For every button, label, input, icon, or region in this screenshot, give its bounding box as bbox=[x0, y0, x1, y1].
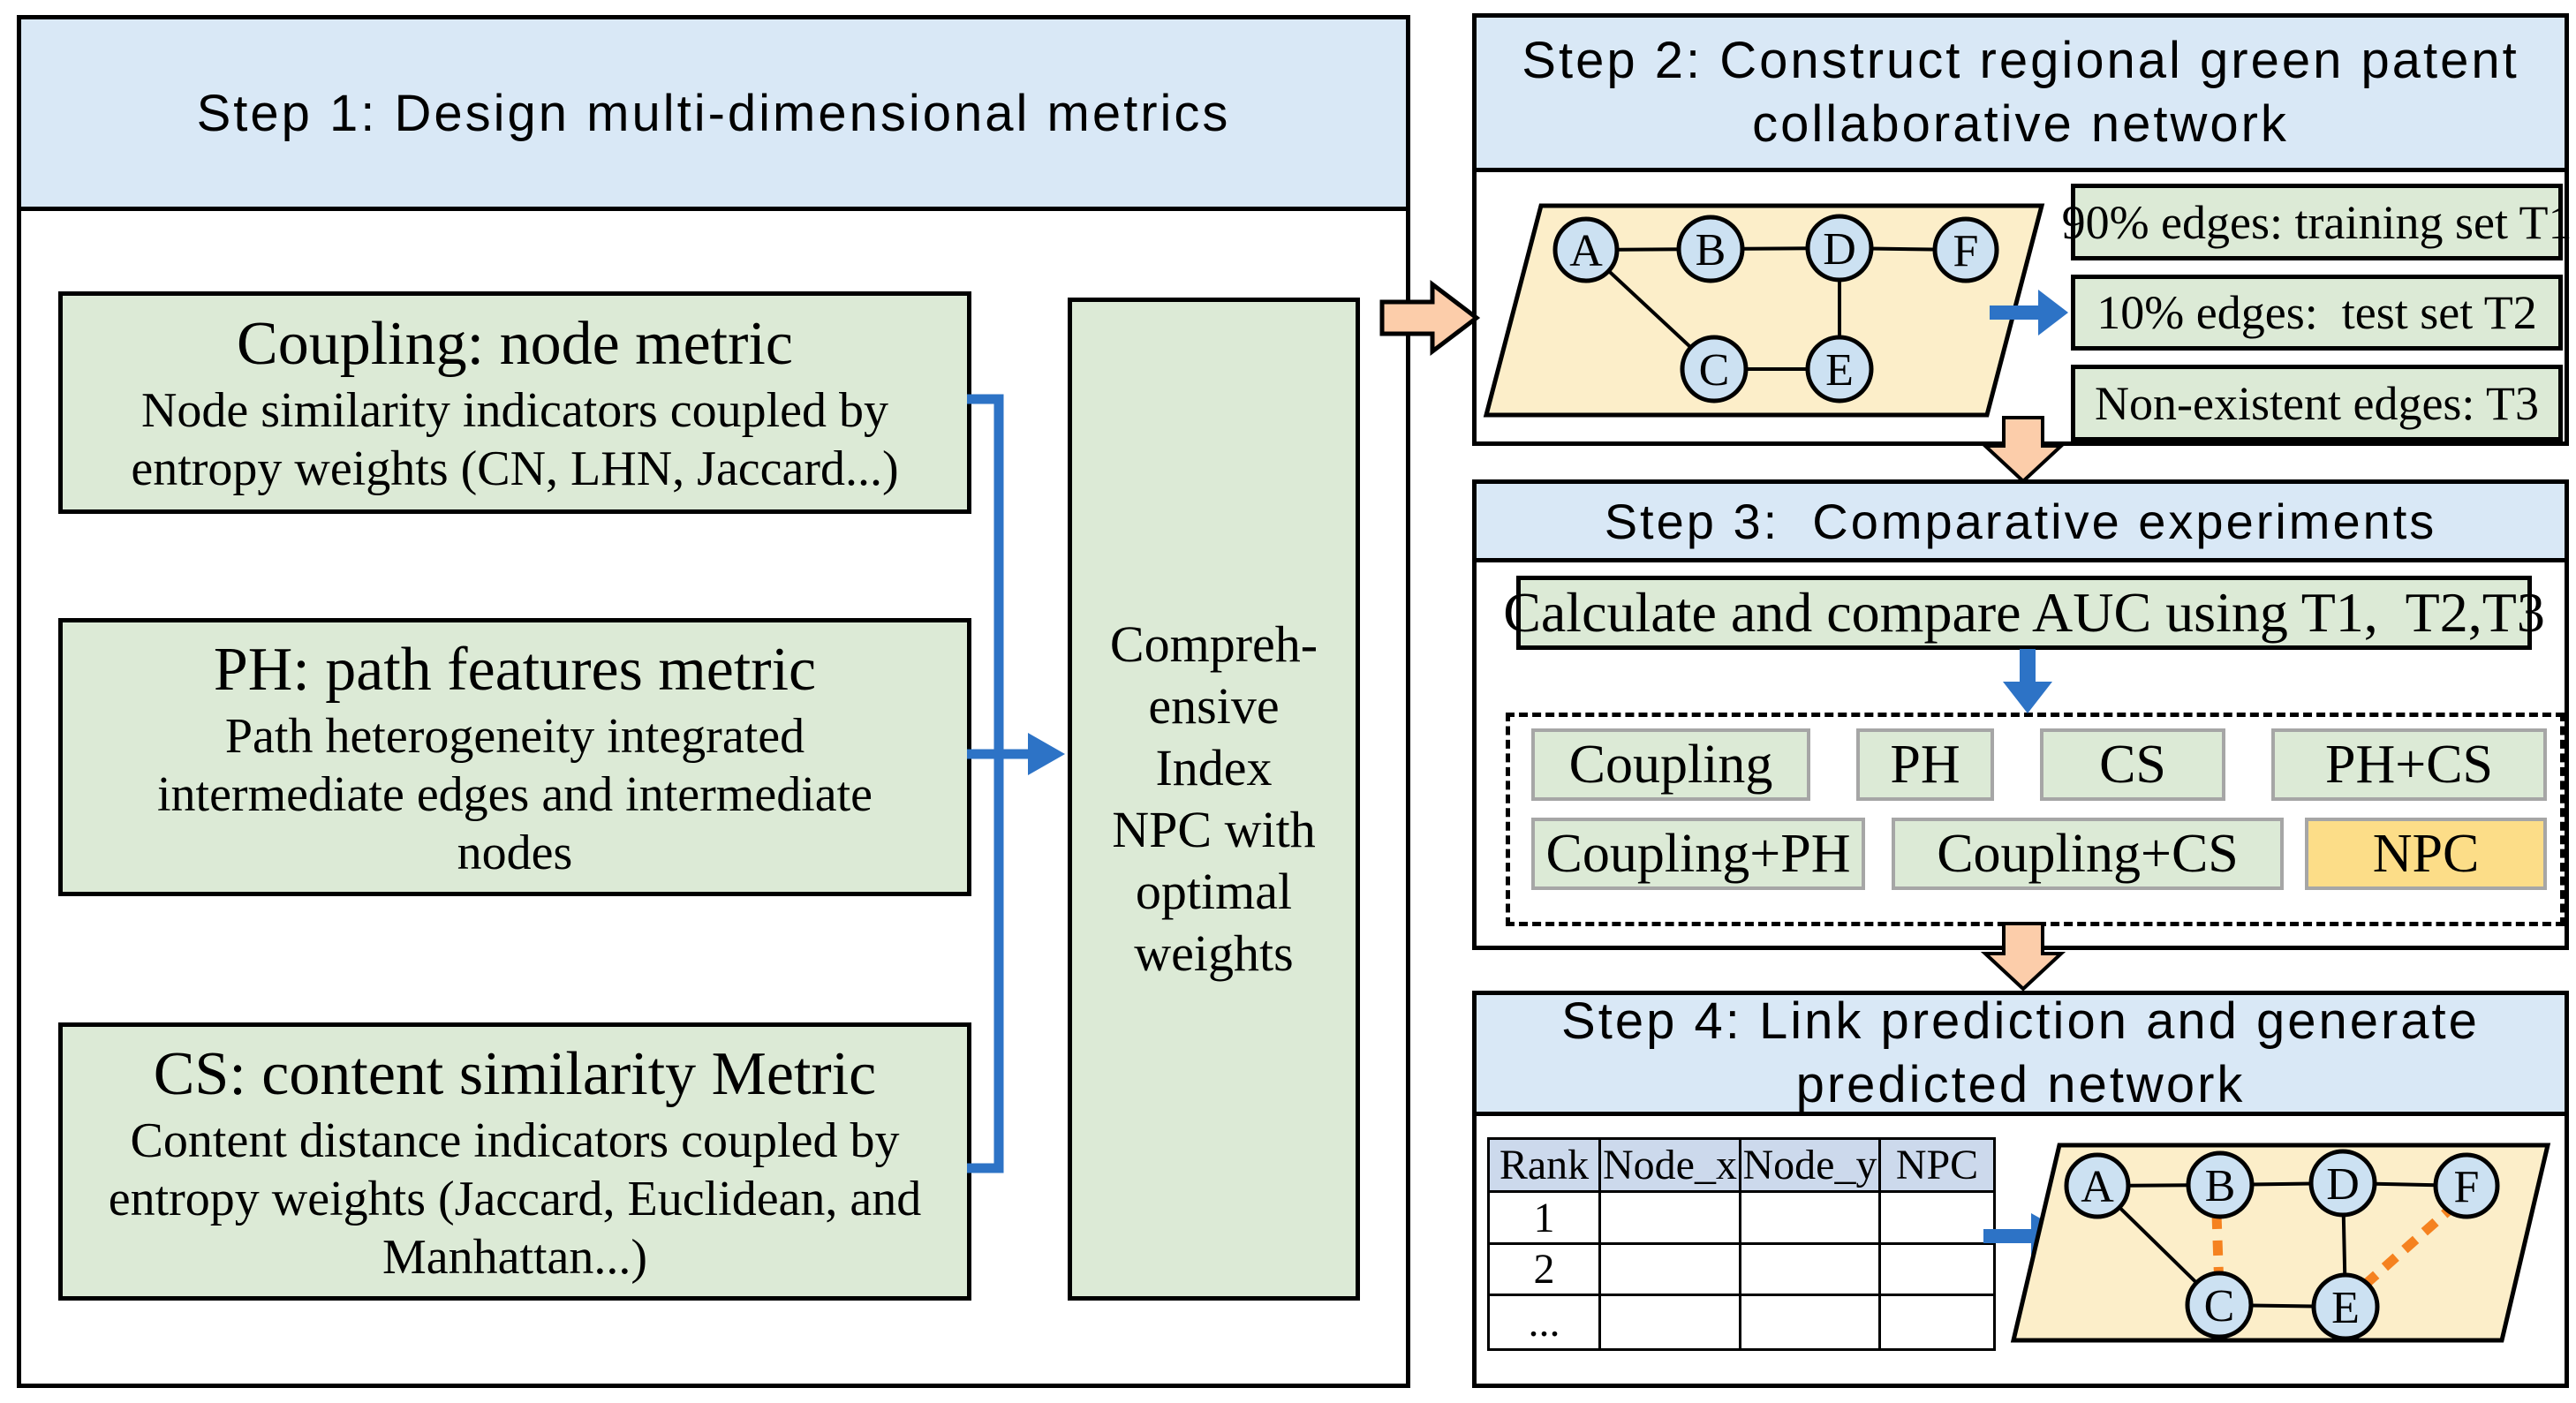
table-header-rank: Rank bbox=[1487, 1137, 1601, 1193]
ph-box-title: PH: path features metric bbox=[213, 635, 817, 704]
step3-title-bar: Step 3: Comparative experiments bbox=[1477, 484, 2565, 562]
table-cell-rank: 2 bbox=[1487, 1242, 1601, 1296]
method-box-ph-cs: PH+CS bbox=[2271, 728, 2547, 801]
comp-line6: weights bbox=[1134, 924, 1294, 982]
nonexistent-edges-box: Non-existent edges: T3 bbox=[2071, 365, 2563, 441]
comp-line5: optimal bbox=[1135, 863, 1293, 920]
step4-title-line1: Step 4: Link prediction and generate bbox=[1561, 992, 2480, 1050]
method-label: Coupling+PH bbox=[1545, 823, 1851, 884]
comp-line4: NPC with bbox=[1112, 801, 1316, 858]
ph-box-line2: intermediate edges and intermediate bbox=[156, 766, 873, 822]
method-label: CS bbox=[2099, 734, 2166, 795]
table-cell bbox=[1878, 1190, 1996, 1245]
method-box-coupling: Coupling bbox=[1531, 728, 1810, 801]
method-box-npc: NPC bbox=[2305, 818, 2547, 890]
ph-box: PH: path features metric Path heterogene… bbox=[58, 618, 971, 896]
step4-title-bar: Step 4: Link prediction and generate pre… bbox=[1477, 992, 2565, 1116]
step3-title: Step 3: Comparative experiments bbox=[1604, 493, 2437, 549]
test-set-box: 10% edges: test set T2 bbox=[2071, 275, 2563, 351]
method-box-coupling-cs: Coupling+CS bbox=[1892, 818, 2284, 890]
table-cell bbox=[1598, 1190, 1741, 1245]
nonexistent-edges-label: Non-existent edges: T3 bbox=[2095, 376, 2539, 430]
table-cell bbox=[1739, 1242, 1881, 1296]
comp-line1: Compreh- bbox=[1109, 615, 1318, 673]
step2-panel: Step 2: Construct regional green patent … bbox=[1472, 13, 2572, 446]
step1-panel: Step 1: Design multi-dimensional metrics… bbox=[17, 15, 1410, 1388]
method-label: PH bbox=[1890, 734, 1960, 795]
table-header-node-y: Node_y bbox=[1739, 1137, 1881, 1193]
step2-title-bar: Step 2: Construct regional green patent … bbox=[1477, 18, 2565, 172]
step1-title-bar: Step 1: Design multi-dimensional metrics bbox=[21, 19, 1406, 211]
method-box-ph: PH bbox=[1856, 728, 1994, 801]
cs-box-line2: entropy weights (Jaccard, Euclidean, and bbox=[108, 1171, 922, 1226]
coupling-box-title: Coupling: node metric bbox=[237, 310, 793, 378]
coupling-box-line1: Node similarity indicators coupled by bbox=[140, 383, 889, 438]
step2-title-line1: Step 2: Construct regional green patent bbox=[1522, 32, 2519, 89]
step3-panel: Step 3: Comparative experiments Calculat… bbox=[1472, 479, 2569, 950]
table-cell bbox=[1878, 1294, 1996, 1351]
auc-box: Calculate and compare AUC using T1, T2,T… bbox=[1503, 576, 2545, 650]
table-cell bbox=[1739, 1294, 1881, 1351]
step4-title-line2: predicted network bbox=[1795, 1056, 2246, 1113]
table-header-npc: NPC bbox=[1878, 1137, 1996, 1193]
comp-line3: Index bbox=[1155, 739, 1273, 796]
table-cell-rank: ... bbox=[1487, 1294, 1601, 1351]
table-cell bbox=[1878, 1242, 1996, 1296]
table-header-node-x: Node_x bbox=[1598, 1137, 1741, 1193]
step4-panel: Step 4: Link prediction and generate pre… bbox=[1472, 991, 2569, 1388]
cs-box: CS: content similarity Metric Content di… bbox=[58, 1022, 971, 1301]
prediction-table: Rank Node_x Node_y NPC 1 2 bbox=[1487, 1137, 1996, 1351]
method-label: NPC bbox=[2372, 823, 2480, 884]
table-cell bbox=[1598, 1294, 1741, 1351]
cs-box-title: CS: content similarity Metric bbox=[153, 1039, 877, 1108]
step1-title: Step 1: Design multi-dimensional metrics bbox=[196, 84, 1231, 142]
comprehensive-index-box: Compreh- ensive Index NPC with optimal w… bbox=[1068, 298, 1360, 1301]
coupling-box-line2: entropy weights (CN, LHN, Jaccard...) bbox=[131, 441, 899, 496]
table-cell-rank: 1 bbox=[1487, 1190, 1601, 1245]
table-cell bbox=[1598, 1242, 1741, 1296]
ph-box-line3: nodes bbox=[457, 825, 573, 880]
method-box-cs: CS bbox=[2040, 728, 2225, 801]
training-set-label: 90% edges: training set T1 bbox=[2061, 195, 2572, 249]
table-cell bbox=[1739, 1190, 1881, 1245]
ph-box-line1: Path heterogeneity integrated bbox=[224, 708, 805, 764]
cs-box-line1: Content distance indicators coupled by bbox=[130, 1113, 900, 1168]
step2-title-line2: collaborative network bbox=[1752, 95, 2289, 153]
method-label: Coupling+CS bbox=[1937, 823, 2239, 884]
comp-line2: ensive bbox=[1148, 677, 1280, 735]
test-set-label: 10% edges: test set T2 bbox=[2096, 286, 2537, 339]
method-box-coupling-ph: Coupling+PH bbox=[1531, 818, 1865, 890]
coupling-box: Coupling: node metric Node similarity in… bbox=[58, 291, 971, 514]
method-label: PH+CS bbox=[2324, 734, 2494, 795]
cs-box-line3: Manhattan...) bbox=[381, 1229, 648, 1285]
method-label: Coupling bbox=[1568, 734, 1773, 795]
training-set-box: 90% edges: training set T1 bbox=[2062, 184, 2572, 260]
prediction-table-wrap: Rank Node_x Node_y NPC 1 2 bbox=[1487, 1137, 1996, 1351]
auc-box-label: Calculate and compare AUC using T1, T2,T… bbox=[1503, 581, 2545, 644]
